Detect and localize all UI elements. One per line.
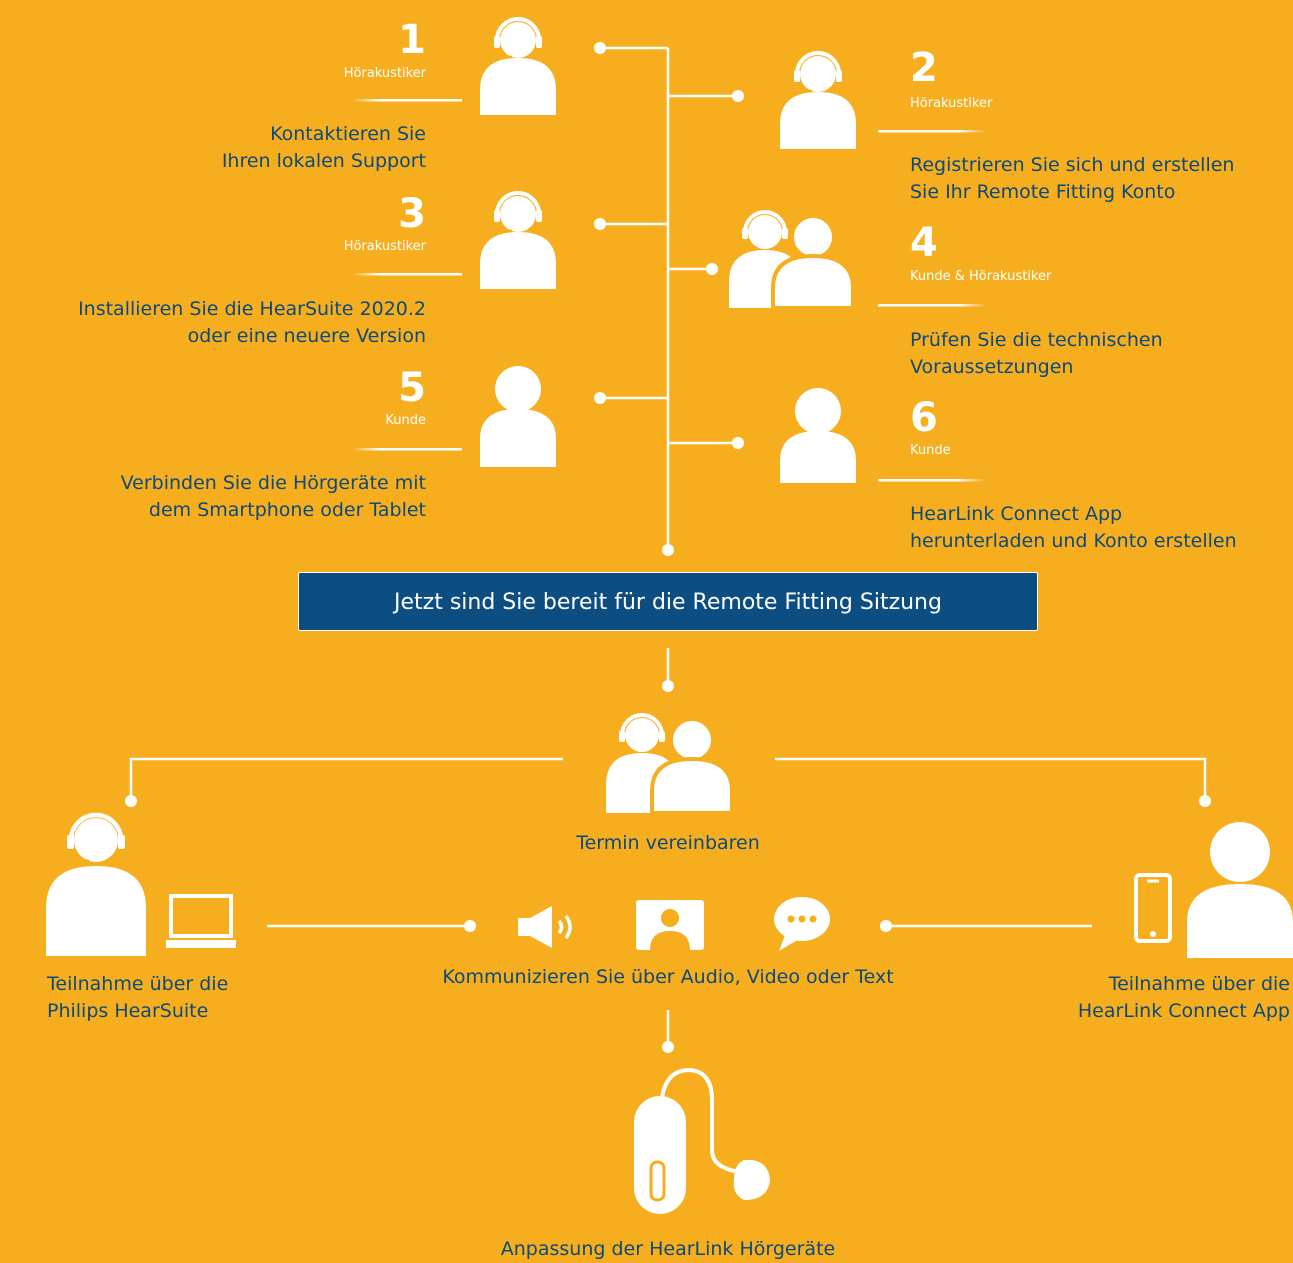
ready-banner: Jetzt sind Sie bereit für die Remote Fit… bbox=[298, 572, 1038, 631]
step-2-number: 2 bbox=[910, 45, 938, 91]
fitter-headset-icon bbox=[780, 51, 856, 149]
step-4-number: 4 bbox=[910, 220, 938, 266]
appointment-label: Termin vereinbaren bbox=[576, 832, 760, 854]
connector-lines bbox=[129, 46, 1207, 1047]
fitting-label: Anpassung der HearLink Hörgeräte bbox=[500, 1238, 836, 1260]
step-3-role: Hörakustiker bbox=[343, 239, 426, 254]
fitter-headset-icon bbox=[46, 812, 146, 956]
step-4-role: Kunde & Hörakustiker bbox=[910, 269, 1052, 284]
step-3-text: Installieren Sie die HearSuite 2020.2 od… bbox=[78, 298, 426, 347]
speaker-audio-icon bbox=[518, 906, 572, 948]
step-6-number: 6 bbox=[910, 395, 938, 441]
left-participant-label: Teilnahme über die Philips HearSuite bbox=[47, 973, 229, 1022]
step-3-number: 3 bbox=[398, 191, 426, 237]
connector-dots bbox=[125, 42, 1211, 1053]
step-1-role: Hörakustiker bbox=[343, 66, 426, 81]
client-person-icon bbox=[780, 388, 856, 483]
step-6-role: Kunde bbox=[910, 443, 951, 458]
step-4-text: Prüfen Sie die technischen Voraussetzung… bbox=[910, 329, 1163, 378]
step-2-text: Registrieren Sie sich und erstellen Sie … bbox=[910, 154, 1235, 203]
role-underlines bbox=[352, 99, 986, 482]
hearing-aid-icon bbox=[634, 1067, 770, 1214]
step-5-role: Kunde bbox=[385, 413, 426, 428]
fitter-headset-icon bbox=[480, 17, 556, 115]
right-participant-label: Teilnahme über die HearLink Connect App bbox=[1077, 973, 1290, 1022]
step-5-number: 5 bbox=[398, 365, 426, 411]
client-person-icon bbox=[480, 366, 556, 467]
client-and-fitter-icon bbox=[606, 713, 734, 815]
laptop-icon bbox=[166, 894, 236, 948]
step-2-role: Hörakustiker bbox=[910, 96, 993, 111]
fitter-headset-icon bbox=[480, 191, 556, 289]
smartphone-icon bbox=[1134, 873, 1172, 943]
communicate-label: Kommunizieren Sie über Audio, Video oder… bbox=[442, 966, 894, 988]
step-5-text: Verbinden Sie die Hörgeräte mit dem Smar… bbox=[120, 472, 426, 521]
step-1-text: Kontaktieren Sie Ihren lokalen Support bbox=[221, 123, 426, 172]
step-1-number: 1 bbox=[398, 17, 426, 63]
client-and-fitter-icon bbox=[729, 210, 855, 310]
video-person-icon bbox=[636, 900, 704, 950]
step-6-text: HearLink Connect App herunterladen und K… bbox=[910, 503, 1237, 552]
chat-bubble-icon bbox=[774, 897, 830, 951]
client-person-icon bbox=[1187, 822, 1293, 958]
